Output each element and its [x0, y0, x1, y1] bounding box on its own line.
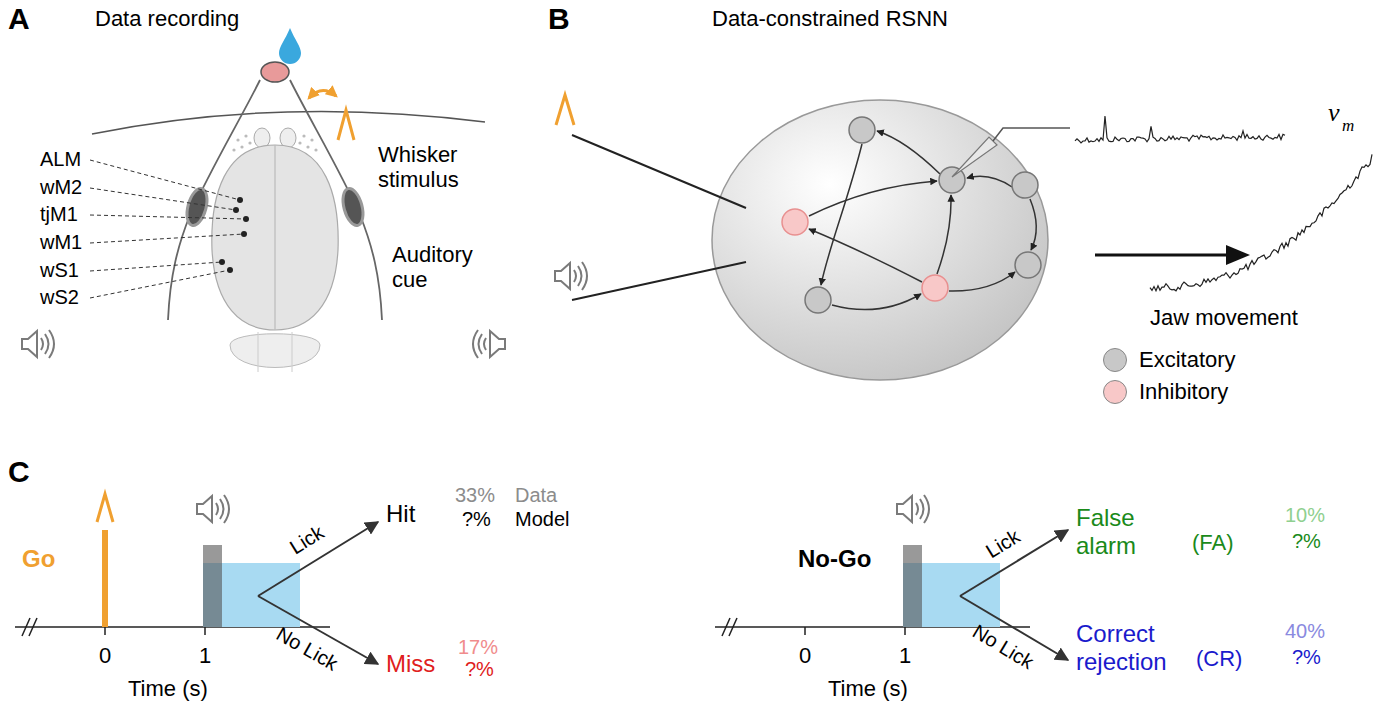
legend-swatch — [1103, 380, 1127, 404]
tick-label: 1 — [899, 643, 911, 668]
outcome-abbrev: (CR) — [1196, 646, 1242, 671]
output-label: Jaw movement — [1150, 305, 1298, 330]
panel-letter: A — [8, 2, 30, 37]
model-percent: ?% — [462, 508, 491, 531]
legend-label: Inhibitory — [1139, 379, 1228, 404]
nogo-trial-timeline — [715, 495, 1068, 660]
panel-letter: B — [548, 2, 570, 37]
voltage-subscript: m — [1342, 116, 1354, 136]
axis-label: Time (s) — [828, 676, 908, 701]
axis-label: Time (s) — [128, 676, 208, 701]
model-percent: ?% — [1292, 646, 1321, 669]
trial-type: Go — [22, 545, 55, 573]
branch-label: Lick — [982, 525, 1024, 563]
panel-title: Data-constrained RSNN — [712, 6, 948, 31]
area-label: wS1 — [40, 259, 79, 282]
area-label: ALM — [40, 148, 81, 171]
source-label: Model — [515, 508, 569, 531]
outcome-label: Hit — [386, 500, 415, 528]
outcome-label: Miss — [386, 650, 435, 678]
area-label: tjM1 — [40, 203, 78, 226]
branch-label: Lick — [286, 521, 328, 559]
data-percent: 40% — [1285, 620, 1325, 643]
model-percent: ?% — [1292, 530, 1321, 553]
branch-label: No Lick — [272, 623, 341, 676]
outcome-abbrev: (FA) — [1192, 530, 1234, 555]
tick-label: 0 — [799, 643, 811, 668]
branch-label: No Lick — [968, 620, 1037, 674]
tick-label: 0 — [99, 643, 111, 668]
outcome-label: Correct rejection — [1076, 620, 1206, 675]
network-illustration — [555, 95, 1372, 380]
voltage-symbol: v — [1328, 98, 1340, 128]
data-percent: 10% — [1285, 504, 1325, 527]
panel-letter: C — [8, 455, 30, 490]
area-label: wM2 — [40, 176, 82, 199]
area-label: wS2 — [40, 286, 79, 309]
data-percent: 33% — [455, 484, 495, 507]
data-percent: 17% — [458, 636, 498, 659]
stimulus-label: Auditory cue — [392, 242, 492, 293]
trial-type: No-Go — [798, 545, 871, 573]
tick-label: 1 — [199, 643, 211, 668]
model-percent: ?% — [465, 658, 494, 681]
legend-swatch — [1103, 348, 1127, 372]
stimulus-label: Whisker stimulus — [378, 142, 478, 193]
legend-label: Excitatory — [1139, 347, 1236, 372]
go-trial-timeline — [15, 494, 378, 664]
mouse-illustration — [22, 28, 505, 372]
panel-title: Data recording — [95, 6, 239, 31]
area-label: wM1 — [40, 231, 82, 254]
source-label: Data — [515, 484, 557, 507]
outcome-label: False alarm — [1076, 504, 1186, 559]
